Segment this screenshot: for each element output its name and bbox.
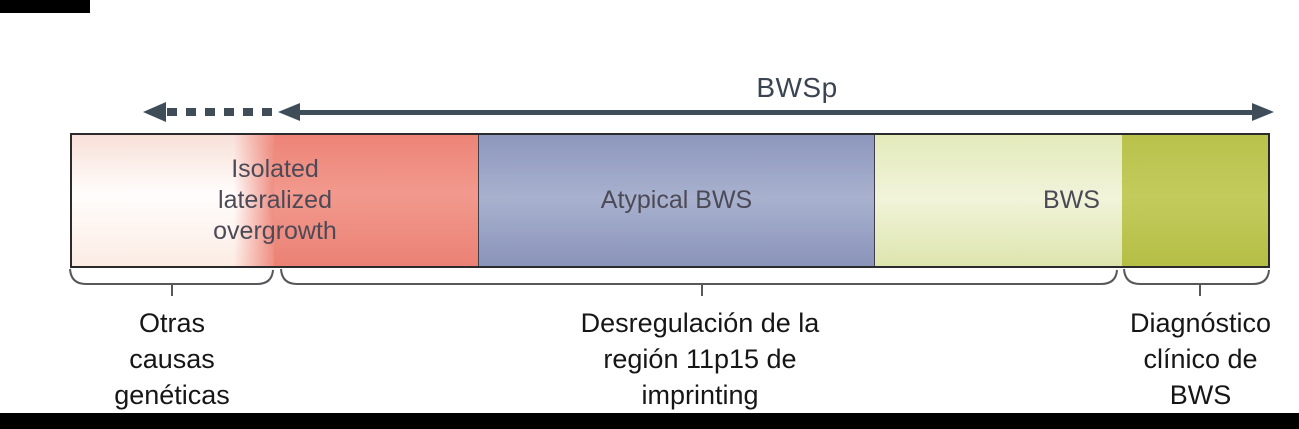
arrowhead-left-icon bbox=[278, 103, 300, 121]
annotation-line: genéticas bbox=[114, 380, 230, 410]
brace-right bbox=[1123, 268, 1270, 285]
annotation-diagnostico-clinico-bws: Diagnóstico clínico de BWS bbox=[1102, 305, 1299, 413]
segment-lightgreen bbox=[875, 135, 1122, 266]
arrowhead-right-icon bbox=[1252, 103, 1274, 121]
segment-salmon bbox=[274, 135, 478, 266]
label-line: Atypical BWS bbox=[600, 186, 753, 214]
label-isolated-lateralized-overgrowth: Isolated lateralized overgrowth bbox=[72, 135, 478, 266]
bwsp-arrow-label: BWSp bbox=[756, 72, 838, 103]
label-bws: BWS bbox=[875, 135, 1268, 266]
spectrum-bar: Isolated lateralized overgrowth Atypical… bbox=[70, 133, 1270, 268]
brace-left bbox=[69, 268, 274, 285]
annotation-line: causas bbox=[129, 344, 215, 374]
segment-pink-gradient bbox=[72, 135, 274, 266]
annotation-desregulacion-11p15: Desregulación de la región 11p15 de impr… bbox=[510, 305, 890, 413]
annotation-line: BWS bbox=[1169, 380, 1232, 410]
segment-blue bbox=[478, 135, 875, 266]
top-left-black-bar bbox=[0, 0, 90, 13]
label-line: Isolated bbox=[231, 155, 319, 183]
annotation-line: clínico de bbox=[1143, 344, 1258, 374]
segment-olive bbox=[1122, 135, 1268, 266]
annotation-line: región 11p15 de bbox=[603, 344, 797, 374]
annotation-otras-causas-geneticas: Otras causas genéticas bbox=[60, 305, 284, 413]
label-line: BWS bbox=[1043, 186, 1100, 214]
brace-group bbox=[69, 268, 1270, 296]
annotation-line: Otras bbox=[138, 308, 205, 338]
dashed-arrow-line bbox=[167, 108, 273, 116]
bwsp-arrow-line bbox=[296, 110, 1256, 115]
label-line: lateralized bbox=[218, 186, 332, 214]
annotation-line: Diagnóstico bbox=[1129, 308, 1272, 338]
label-atypical-bws: Atypical BWS bbox=[478, 135, 875, 266]
bottom-black-bar bbox=[0, 413, 1299, 429]
annotation-line: Desregulación de la bbox=[580, 308, 820, 338]
label-line: overgrowth bbox=[213, 217, 337, 245]
annotation-line: imprinting bbox=[641, 380, 759, 410]
dashed-arrowhead-left-icon bbox=[143, 102, 166, 122]
brace-middle bbox=[280, 268, 1118, 285]
